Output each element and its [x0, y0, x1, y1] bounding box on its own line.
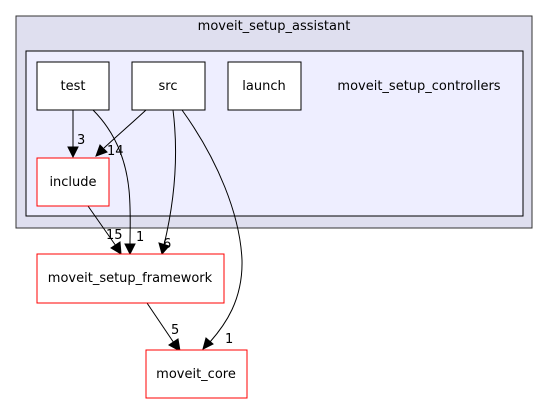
node-src[interactable]: src: [131, 61, 206, 111]
edge-arrowhead: [158, 242, 170, 256]
edge-src-framework[interactable]: 6: [158, 109, 177, 256]
node-box: [36, 253, 225, 304]
node-label: test: [61, 79, 86, 94]
edge-label: 14: [107, 144, 124, 159]
edge-src-core[interactable]: 1: [181, 109, 243, 350]
node-label: include: [49, 175, 96, 190]
node-moveit-setup-framework[interactable]: moveit_setup_framework: [36, 253, 225, 304]
edge-arrowhead: [124, 243, 136, 256]
edge-label: 1: [225, 332, 233, 347]
node-test[interactable]: test: [36, 61, 110, 111]
nodes: test src launch include moveit_setup_fra…: [36, 61, 302, 399]
edge-label: 1: [136, 230, 144, 245]
node-label: moveit_setup_framework: [48, 271, 213, 286]
edge-label: 3: [77, 133, 85, 148]
edge-line: [146, 302, 175, 344]
edge-line: [163, 109, 177, 246]
edge-test-include[interactable]: 3: [67, 110, 85, 159]
node-box: [145, 349, 248, 399]
edge-arrowhead: [168, 338, 181, 352]
node-box: [227, 61, 302, 111]
edge-framework-core[interactable]: 5: [146, 302, 181, 352]
edges: 3 1 14 6 1 15: [67, 109, 243, 352]
edge-arrowhead: [110, 241, 122, 255]
node-box: [36, 61, 110, 111]
node-include[interactable]: include: [36, 157, 110, 207]
edge-test-framework[interactable]: 1: [92, 109, 144, 256]
edge-arrowhead: [202, 337, 214, 350]
edge-src-include[interactable]: 14: [95, 109, 147, 159]
node-box: [36, 157, 110, 207]
cluster-inner-label: moveit_setup_controllers: [337, 79, 500, 94]
edge-line: [87, 205, 117, 247]
node-box: [131, 61, 206, 111]
edge-line: [181, 109, 243, 343]
edge-label: 15: [106, 228, 123, 243]
node-label: src: [159, 79, 178, 94]
node-label: moveit_core: [156, 367, 236, 382]
edge-include-framework[interactable]: 15: [87, 205, 123, 255]
node-moveit-core[interactable]: moveit_core: [145, 349, 248, 399]
edge-arrowhead: [95, 144, 108, 157]
edge-label: 6: [163, 237, 171, 252]
edge-arrowhead: [67, 146, 79, 159]
edge-line: [92, 109, 131, 245]
edge-label: 5: [171, 323, 179, 338]
edge-line: [103, 109, 147, 149]
node-launch[interactable]: launch: [227, 61, 302, 111]
node-label: launch: [242, 79, 285, 94]
cluster-outer-label: moveit_setup_assistant: [198, 19, 351, 34]
